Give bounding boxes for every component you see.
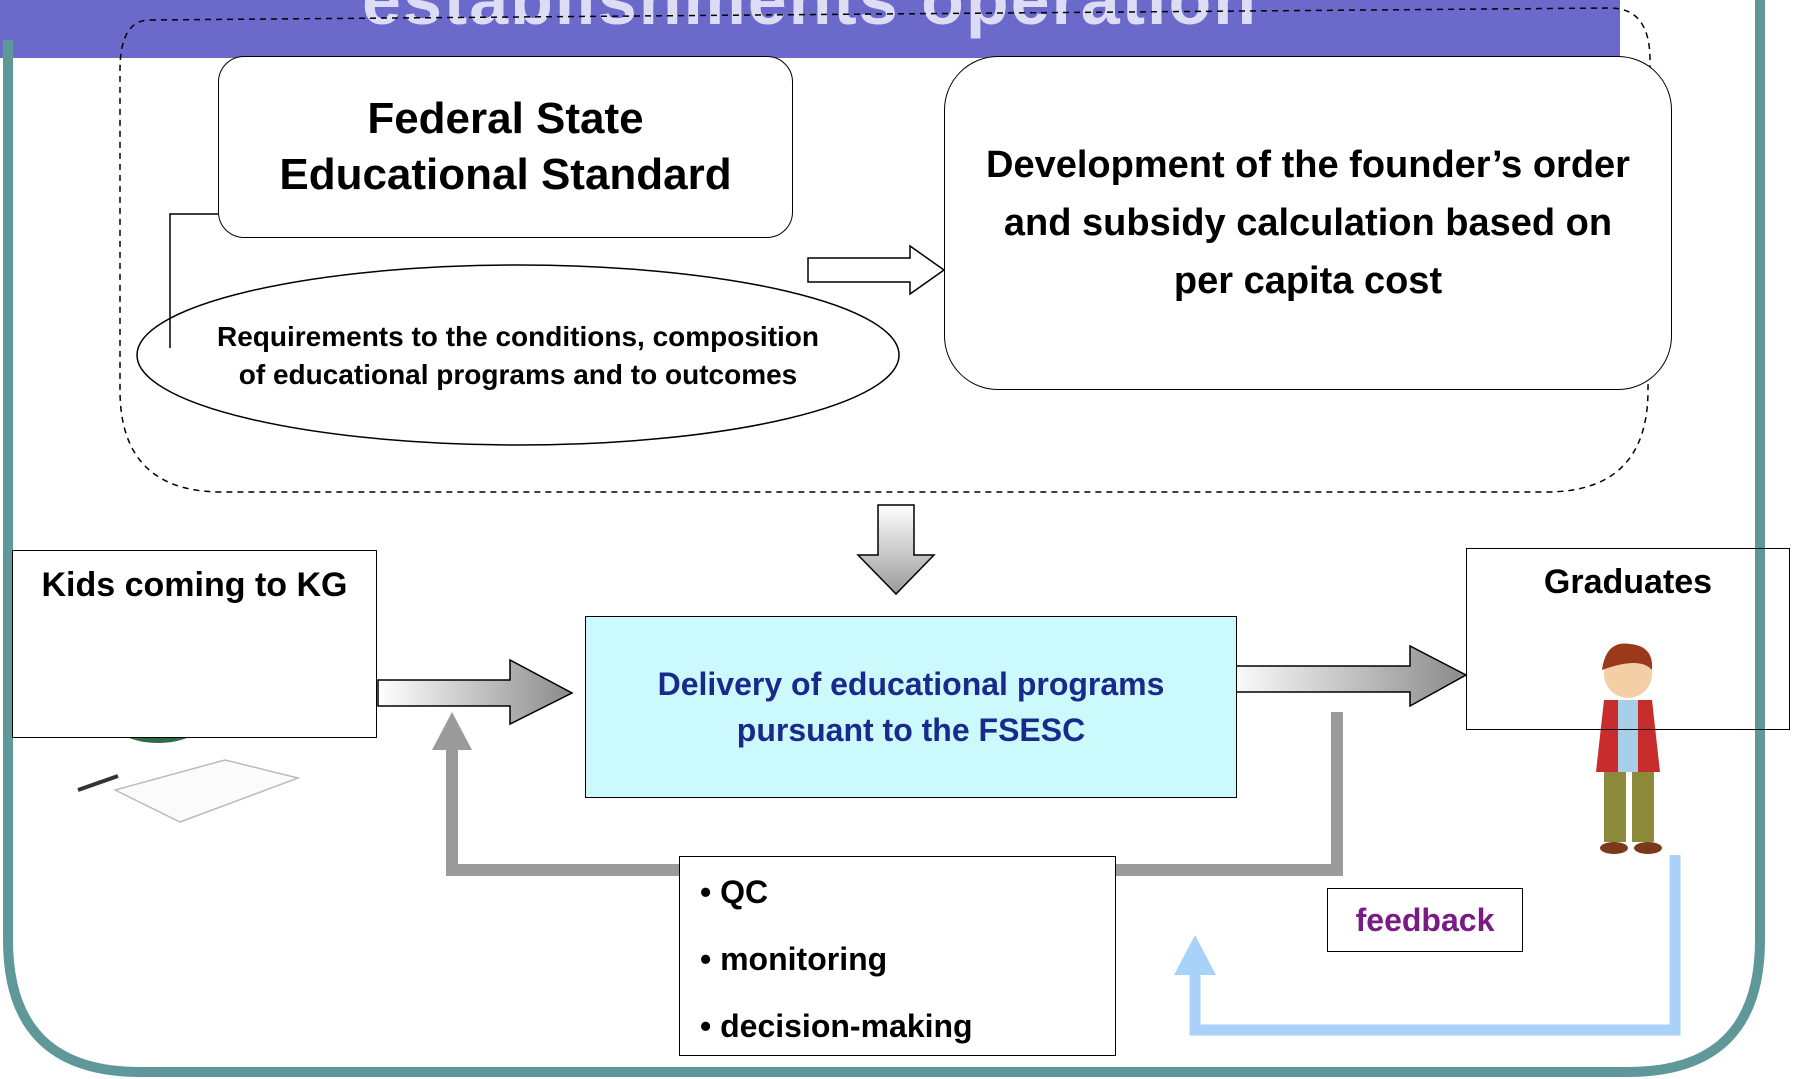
slide-title: establishments operation bbox=[362, 0, 1258, 39]
arrow-output bbox=[1224, 644, 1468, 708]
control-item-label: decision-making bbox=[720, 1008, 973, 1044]
title-band: establishments operation bbox=[0, 0, 1620, 58]
requirements-text: Requirements to the conditions, composit… bbox=[216, 321, 820, 390]
input-label: Kids coming to KG bbox=[41, 566, 348, 604]
founder-order-box: Development of the founder’s order and s… bbox=[944, 56, 1672, 390]
control-loop-arrowhead bbox=[432, 712, 472, 750]
arrow-down-to-delivery bbox=[856, 504, 936, 596]
control-item-label: QC bbox=[720, 874, 769, 910]
output-label: Graduates bbox=[1543, 563, 1713, 601]
fses-box: Federal State Educational Standard bbox=[218, 56, 793, 238]
output-box bbox=[1466, 548, 1790, 730]
control-item: • monitoring bbox=[700, 941, 888, 977]
arrow-to-founder bbox=[807, 244, 946, 296]
control-item: • decision-making bbox=[700, 1008, 973, 1044]
arrow-input bbox=[377, 658, 574, 726]
feedback-box: feedback bbox=[1327, 888, 1523, 952]
input-box bbox=[12, 550, 377, 738]
feedback-loop-arrowhead bbox=[1174, 935, 1216, 975]
control-box: • QC • monitoring • decision-making bbox=[679, 856, 1116, 1056]
control-item: • QC bbox=[700, 874, 769, 910]
process-box: Delivery of educational programs pursuan… bbox=[585, 616, 1237, 798]
control-item-label: monitoring bbox=[720, 941, 888, 977]
